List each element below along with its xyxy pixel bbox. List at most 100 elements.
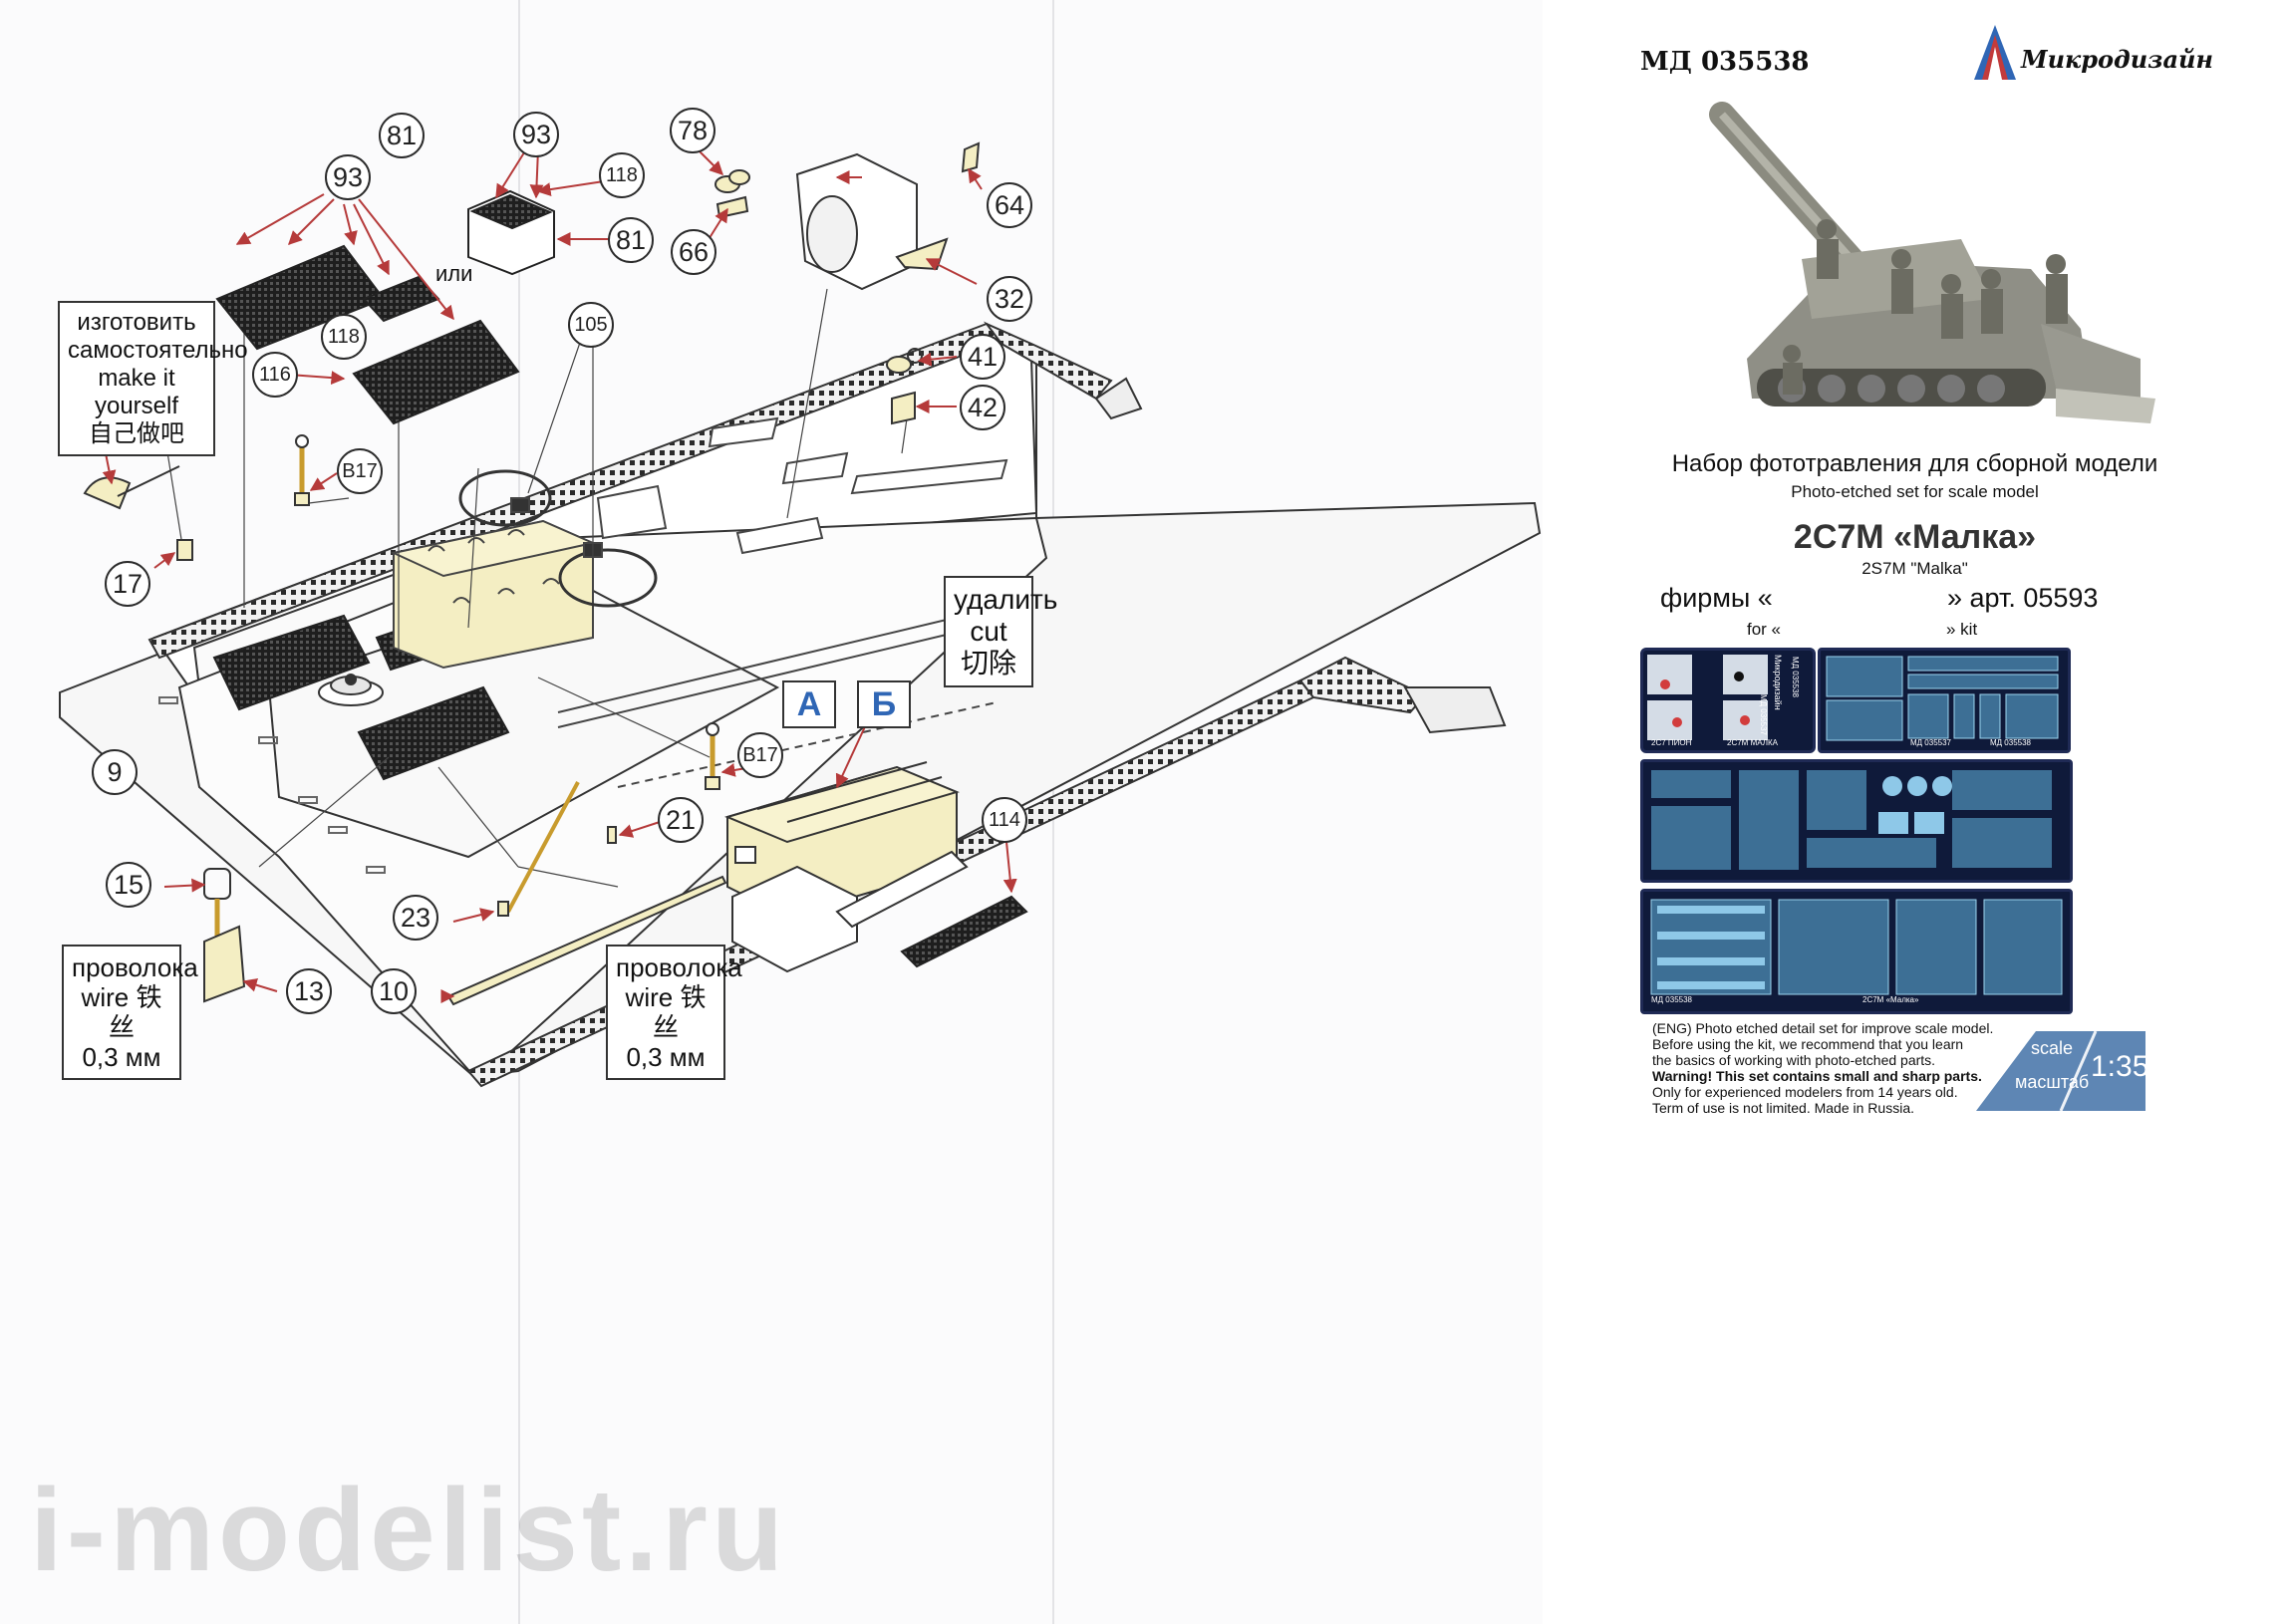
- info-line: Before using the kit, we recommend that …: [1652, 1036, 1964, 1052]
- part-16: [83, 465, 180, 510]
- callout-9: 9: [92, 749, 138, 795]
- label-b: Б: [857, 680, 911, 728]
- callout-118: 118: [599, 152, 645, 198]
- kit-firm-prefix: фирмы «: [1660, 583, 1773, 613]
- part-114-grille: [900, 895, 1028, 968]
- part-116-grille: [352, 319, 520, 425]
- note-text: wire 铁丝: [625, 982, 707, 1042]
- callout-78: 78: [670, 108, 715, 153]
- set-code: МД 035538: [1640, 47, 1810, 77]
- product-title-ru: Набор фототравления для сборной модели: [1671, 450, 2158, 477]
- info-text: (ENG) Photo etched detail set for improv…: [1652, 1020, 1993, 1116]
- info-line: the basics of working with photo-etched …: [1652, 1052, 1936, 1068]
- part-66: [715, 195, 749, 219]
- cut-note: удалить cut 切除: [944, 576, 1058, 687]
- scale-label-en: scale: [2031, 1038, 2074, 1058]
- fret-3-art: [1651, 770, 2052, 870]
- side-slots: [158, 696, 386, 874]
- fret-label: 2С7М МАЛКА: [1727, 738, 1778, 747]
- scale-label-ru: масштаб: [2015, 1072, 2090, 1092]
- part-78: [715, 169, 750, 193]
- part-rod: [506, 781, 580, 913]
- hatch-rings: [458, 469, 658, 608]
- part-B17: [294, 434, 310, 506]
- note-text: 0,3 мм: [82, 1042, 161, 1072]
- fret-sheet-4: МД 035538 2С7М «Малка»: [1640, 889, 2073, 1014]
- part-15-handle: [203, 868, 231, 942]
- callout-32: 32: [987, 276, 1032, 322]
- callout-10: 10: [371, 968, 417, 1014]
- callout-64: 64: [987, 182, 1032, 228]
- note-text: 自己做吧: [89, 420, 184, 447]
- note-text: make it yourself: [94, 365, 179, 419]
- part-21-clip: [607, 826, 617, 844]
- part-crate: [795, 152, 918, 291]
- callout-17: 17: [105, 561, 150, 607]
- assembly-arrows: [102, 148, 1017, 1003]
- model-name-en: 2S7M "Malka": [1861, 559, 1968, 578]
- wire-note: проволока wire 铁丝 0,3 мм: [606, 945, 742, 1080]
- cover-panel: МД 035538 Микродизайн: [1543, 0, 2287, 1624]
- fret-sheet-1: Микродизайн МД 035538 МД 035537 2С7 ПИОН…: [1640, 648, 1816, 753]
- fret-code: МД 035538: [1651, 995, 1692, 1004]
- fret-4-art: [1650, 899, 2063, 995]
- callout-42: 42: [960, 385, 1005, 430]
- callout-105: 105: [568, 302, 614, 348]
- info-line: Only for experienced modelers from 14 ye…: [1652, 1084, 1958, 1100]
- product-title-en: Photo-etched set for scale model: [1791, 482, 2039, 501]
- fret-sheet-3: [1640, 759, 2073, 883]
- note-text: 切除: [960, 648, 1016, 678]
- note-text: проволока: [72, 952, 198, 982]
- scale-value: 1:35: [2091, 1050, 2149, 1083]
- fret-1-art: [1647, 655, 1768, 740]
- dome-vent: [318, 674, 384, 706]
- fret-code: МД 035537: [1910, 738, 1951, 747]
- callout-23: 23: [393, 895, 438, 941]
- scale-badge: [1976, 1031, 2145, 1111]
- part-118-grille: [362, 275, 440, 323]
- hull-details: [510, 416, 1008, 788]
- note-text: удалить: [954, 584, 1058, 615]
- kit-en-prefix: for «: [1747, 620, 1782, 639]
- callout-66: 66: [671, 229, 716, 275]
- part-13: [203, 925, 246, 1003]
- note-text: wire 铁丝: [81, 982, 162, 1042]
- callout-93: 93: [513, 112, 559, 157]
- fret-brand: Микродизайн: [1773, 655, 1783, 710]
- callout-118: 118: [321, 314, 367, 360]
- part-64: [961, 141, 981, 173]
- fret-label: 2С7 ПИОН: [1651, 738, 1692, 747]
- wire-note: проволока wire 铁丝 0,3 мм: [62, 945, 198, 1080]
- part-b-box: [724, 761, 969, 973]
- info-line: Term of use is not limited. Made in Russ…: [1652, 1100, 1914, 1116]
- part-93-box: [467, 189, 555, 276]
- part-42: [891, 391, 916, 425]
- callout-13: 13: [286, 968, 332, 1014]
- part-41: [886, 348, 923, 374]
- brand-name: Микродизайн: [2021, 45, 2213, 74]
- callout-B17: В17: [737, 732, 783, 778]
- yellow-box-a: [390, 519, 597, 670]
- note-text: самостоятельно: [68, 337, 248, 364]
- note-text: cut: [970, 616, 1007, 647]
- brand-logo-icon: [1974, 25, 2016, 80]
- kit-firm-suffix: » арт. 05593: [1947, 583, 2099, 613]
- info-warning: Warning! This set contains small and sha…: [1652, 1068, 1982, 1084]
- fret-label: 2С7М «Малка»: [1862, 995, 1919, 1004]
- callout-B17: В17: [337, 448, 383, 494]
- model-name: 2С7М «Малка»: [1793, 518, 2037, 556]
- left-fender: [147, 321, 1143, 660]
- callout-81: 81: [379, 113, 425, 158]
- note-text: проволока: [616, 952, 742, 982]
- kit-en-suffix: » kit: [1946, 620, 1978, 639]
- callout-15: 15: [106, 862, 151, 908]
- vehicle-photo: [1662, 100, 2170, 448]
- assembly-diagram: [59, 141, 1542, 1088]
- callout-21: 21: [658, 797, 704, 843]
- fret-code: МД 035538: [1791, 657, 1800, 697]
- make-it-yourself-note: изготовить самостоятельно make it yourse…: [58, 301, 248, 456]
- fret-code: МД 035537: [1759, 694, 1768, 735]
- fret-sheet-2: МД 035537 МД 035538: [1818, 648, 2071, 753]
- header-bar: МД 035538 Микродизайн: [1582, 25, 2280, 115]
